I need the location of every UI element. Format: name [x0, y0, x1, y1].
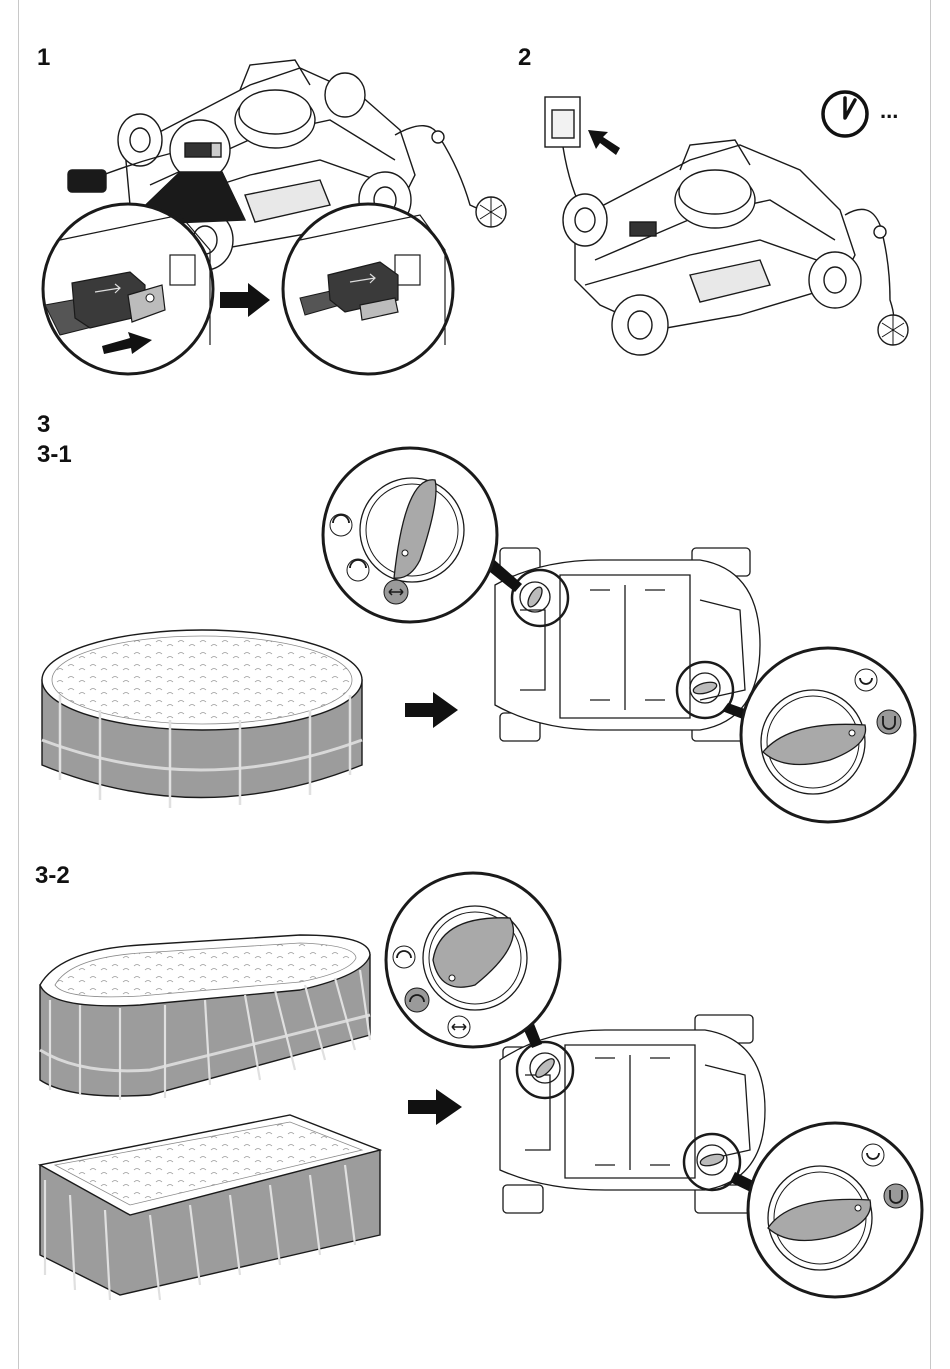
step-3-1-dial-detail-right	[741, 648, 915, 822]
step-3-2-dial-detail-left	[386, 873, 560, 1047]
step-3-1-round-pool	[42, 630, 362, 808]
step-2-clock-icon	[823, 92, 867, 136]
timer-ellipsis: ...	[880, 98, 898, 123]
step-3-2-oval-pool	[40, 935, 370, 1100]
step-2-arrow	[588, 130, 620, 155]
step-3-1-robot-bottom-view	[495, 548, 760, 741]
step-3-2-arrow	[408, 1089, 462, 1125]
step-3-2-rect-pool	[40, 1115, 380, 1300]
step-3-1-dial-detail-left	[323, 448, 497, 622]
step-1-arrow-between	[220, 283, 270, 317]
step-1-connector-detail-after	[283, 204, 453, 374]
step-3-2-dial-detail-right	[748, 1123, 922, 1297]
step-2-robot-illustration	[563, 140, 908, 355]
step-3-1-arrow	[405, 692, 458, 728]
